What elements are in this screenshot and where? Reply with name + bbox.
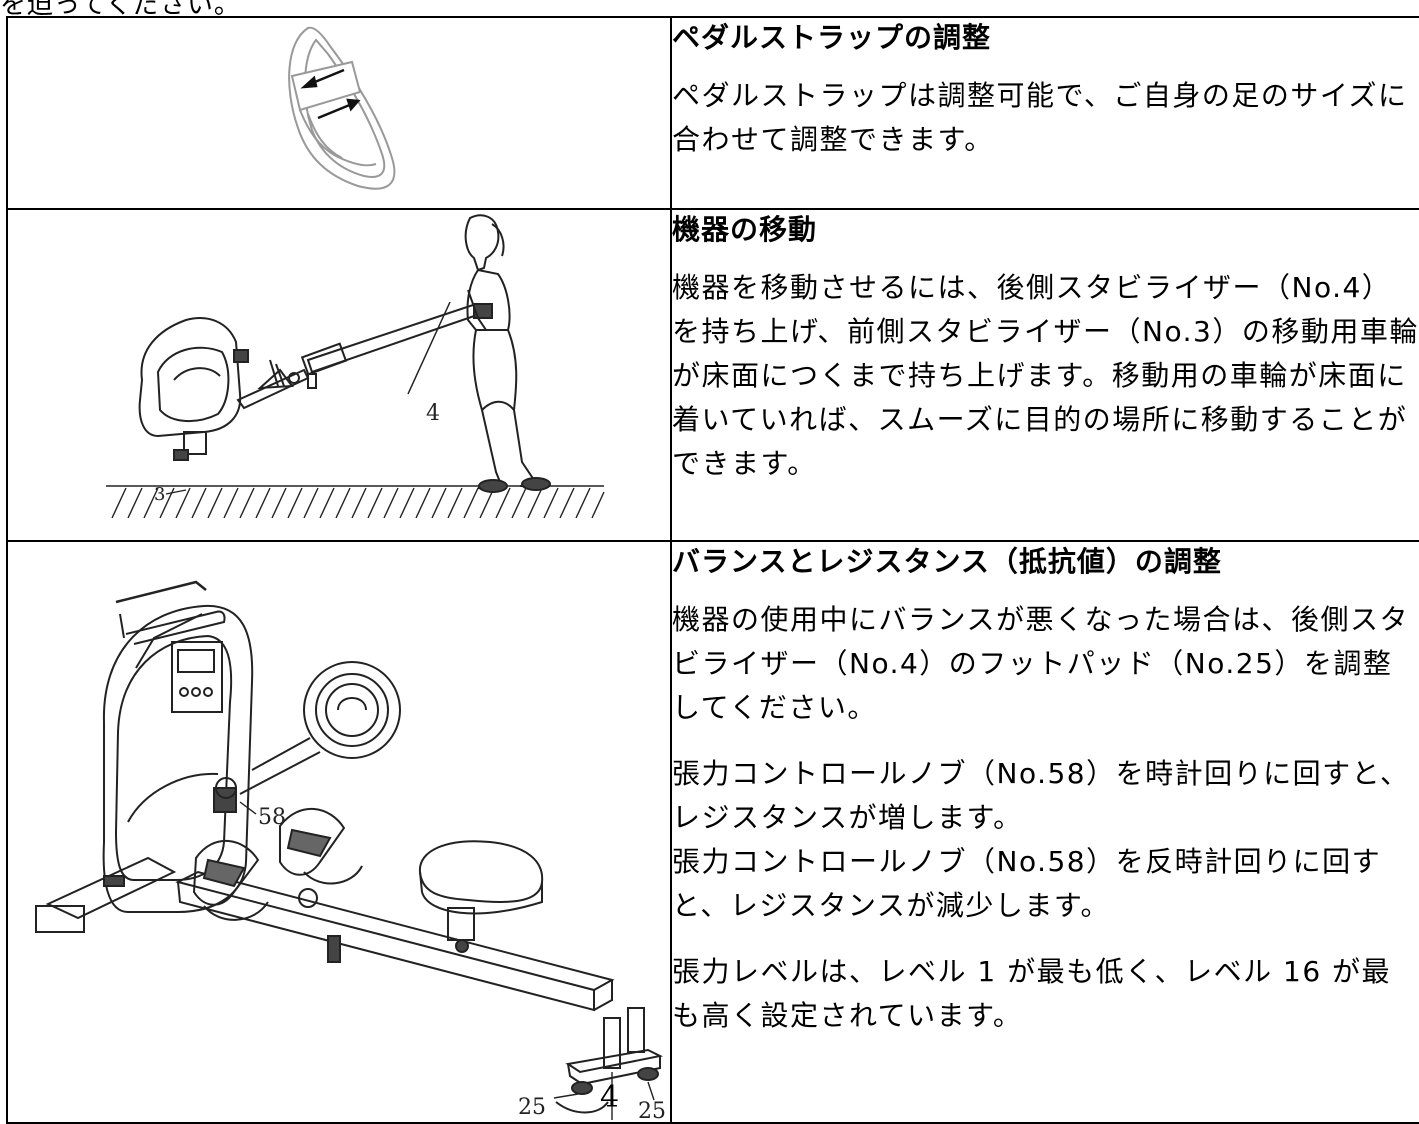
rear-stabilizer-label: 4 (600, 1080, 620, 1115)
moving-machine-illustration: 4 3 (106, 214, 605, 519)
instruction-table: ペダルストラップの調整 ペダルストラップは調整可能で、ご自身の足のサイズに合わせ… (6, 16, 1419, 1124)
moving-machine-text: 機器の移動 機器を移動させるには、後側スタビライザー（No.4）を持ち上げ、前側… (670, 208, 1419, 542)
section-paragraph: 張力コントロールノブ（No.58）を時計回りに回すと、レジスタンスが増します。 (672, 757, 1410, 834)
section-balance-resistance: 58 25 25 4 バランスとレジスタンス（抵抗値）の調整 機器の使用中にバラ… (6, 540, 1419, 1124)
pedal-strap-text: ペダルストラップの調整 ペダルストラップは調整可能で、ご自身の足のサイズに合わせ… (670, 16, 1419, 210)
moving-machine-figure: 4 3 (6, 208, 672, 542)
section-moving-machine: 4 3 機器の移動 機器を移動させるには、後側スタビライザー（No.4）を持ち上… (6, 208, 1419, 542)
section-paragraph: ペダルストラップは調整可能で、ご自身の足のサイズに合わせて調整できます。 (672, 79, 1408, 156)
rear-stabilizer-label: 4 (426, 401, 440, 426)
section-paragraph: 機器の使用中にバランスが悪くなった場合は、後側スタビライザー（No.4）のフット… (672, 603, 1409, 724)
section-title: バランスとレジスタンス（抵抗値）の調整 (672, 545, 1222, 578)
front-stabilizer-label: 3 (154, 484, 165, 505)
section-paragraph: 機器を移動させるには、後側スタビライザー（No.4）を持ち上げ、前側スタビライザ… (672, 271, 1419, 480)
cut-off-header-line: を迫ってください。 (0, 0, 241, 20)
section-paragraph: 張力コントロールノブ（No.58）を反時計回りに回すと、レジスタンスが減少します… (672, 845, 1382, 922)
section-pedal-strap: ペダルストラップの調整 ペダルストラップは調整可能で、ご自身の足のサイズに合わせ… (6, 16, 1419, 210)
foot-pad-right-label: 25 (638, 1099, 666, 1120)
foot-pad-left-label: 25 (518, 1095, 546, 1120)
balance-resistance-text: バランスとレジスタンス（抵抗値）の調整 機器の使用中にバランスが悪くなった場合は… (670, 540, 1419, 1124)
knob-label: 58 (258, 805, 286, 830)
section-title: 機器の移動 (672, 213, 818, 246)
pedal-strap-illustration (288, 26, 396, 190)
balance-resistance-figure: 58 25 25 4 (6, 540, 672, 1124)
rowing-machine-illustration: 58 25 25 (35, 580, 666, 1120)
section-paragraph: 張力レベルは、レベル 1 が最も低く、レベル 16 が最も高く設定されています。 (672, 955, 1392, 1032)
pedal-strap-figure (6, 16, 672, 210)
section-title: ペダルストラップの調整 (672, 21, 992, 54)
